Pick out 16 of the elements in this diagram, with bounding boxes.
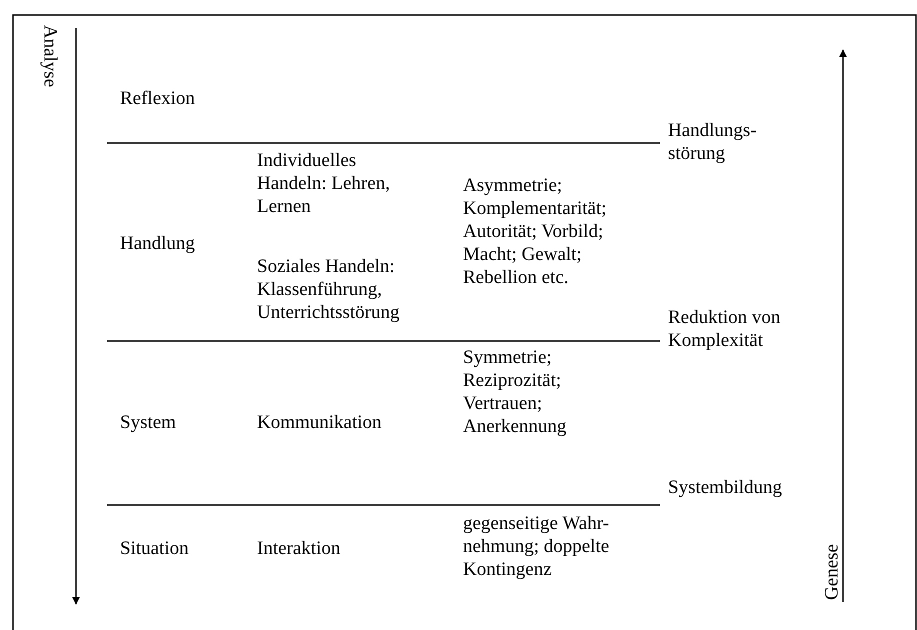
table-text: Systembildung [668,476,784,499]
table-text: System [120,411,177,434]
axis-label: Analyse [38,24,62,88]
table-text: Asymmetrie; Komplementarität; Autorität; Vorbild; Macht; Gewalt; Rebellion etc. [463,174,608,289]
table-text: Handlung [120,232,196,255]
table-text: Soziales Handeln: Klassenführung, Unterrichtsstörung [257,255,400,324]
table-text: Reflexion [120,87,196,110]
axis-label: Genese [820,544,844,600]
table-text: Reduktion von Komplexität [668,306,782,352]
table-text: Individuelles Handeln: Lehren, Lernen [257,149,391,218]
table-text: Symmetrie; Reziprozität; Vertrauen; Anerkennung [463,346,568,438]
table-text: Handlungs- störung [668,119,758,165]
table-text: Kommunikation [257,411,383,434]
table-text: Situation [120,537,190,560]
table-text: Interaktion [257,537,342,560]
table-text: gegenseitige Wahr- nehmung; doppelte Kontingenz [463,512,610,581]
